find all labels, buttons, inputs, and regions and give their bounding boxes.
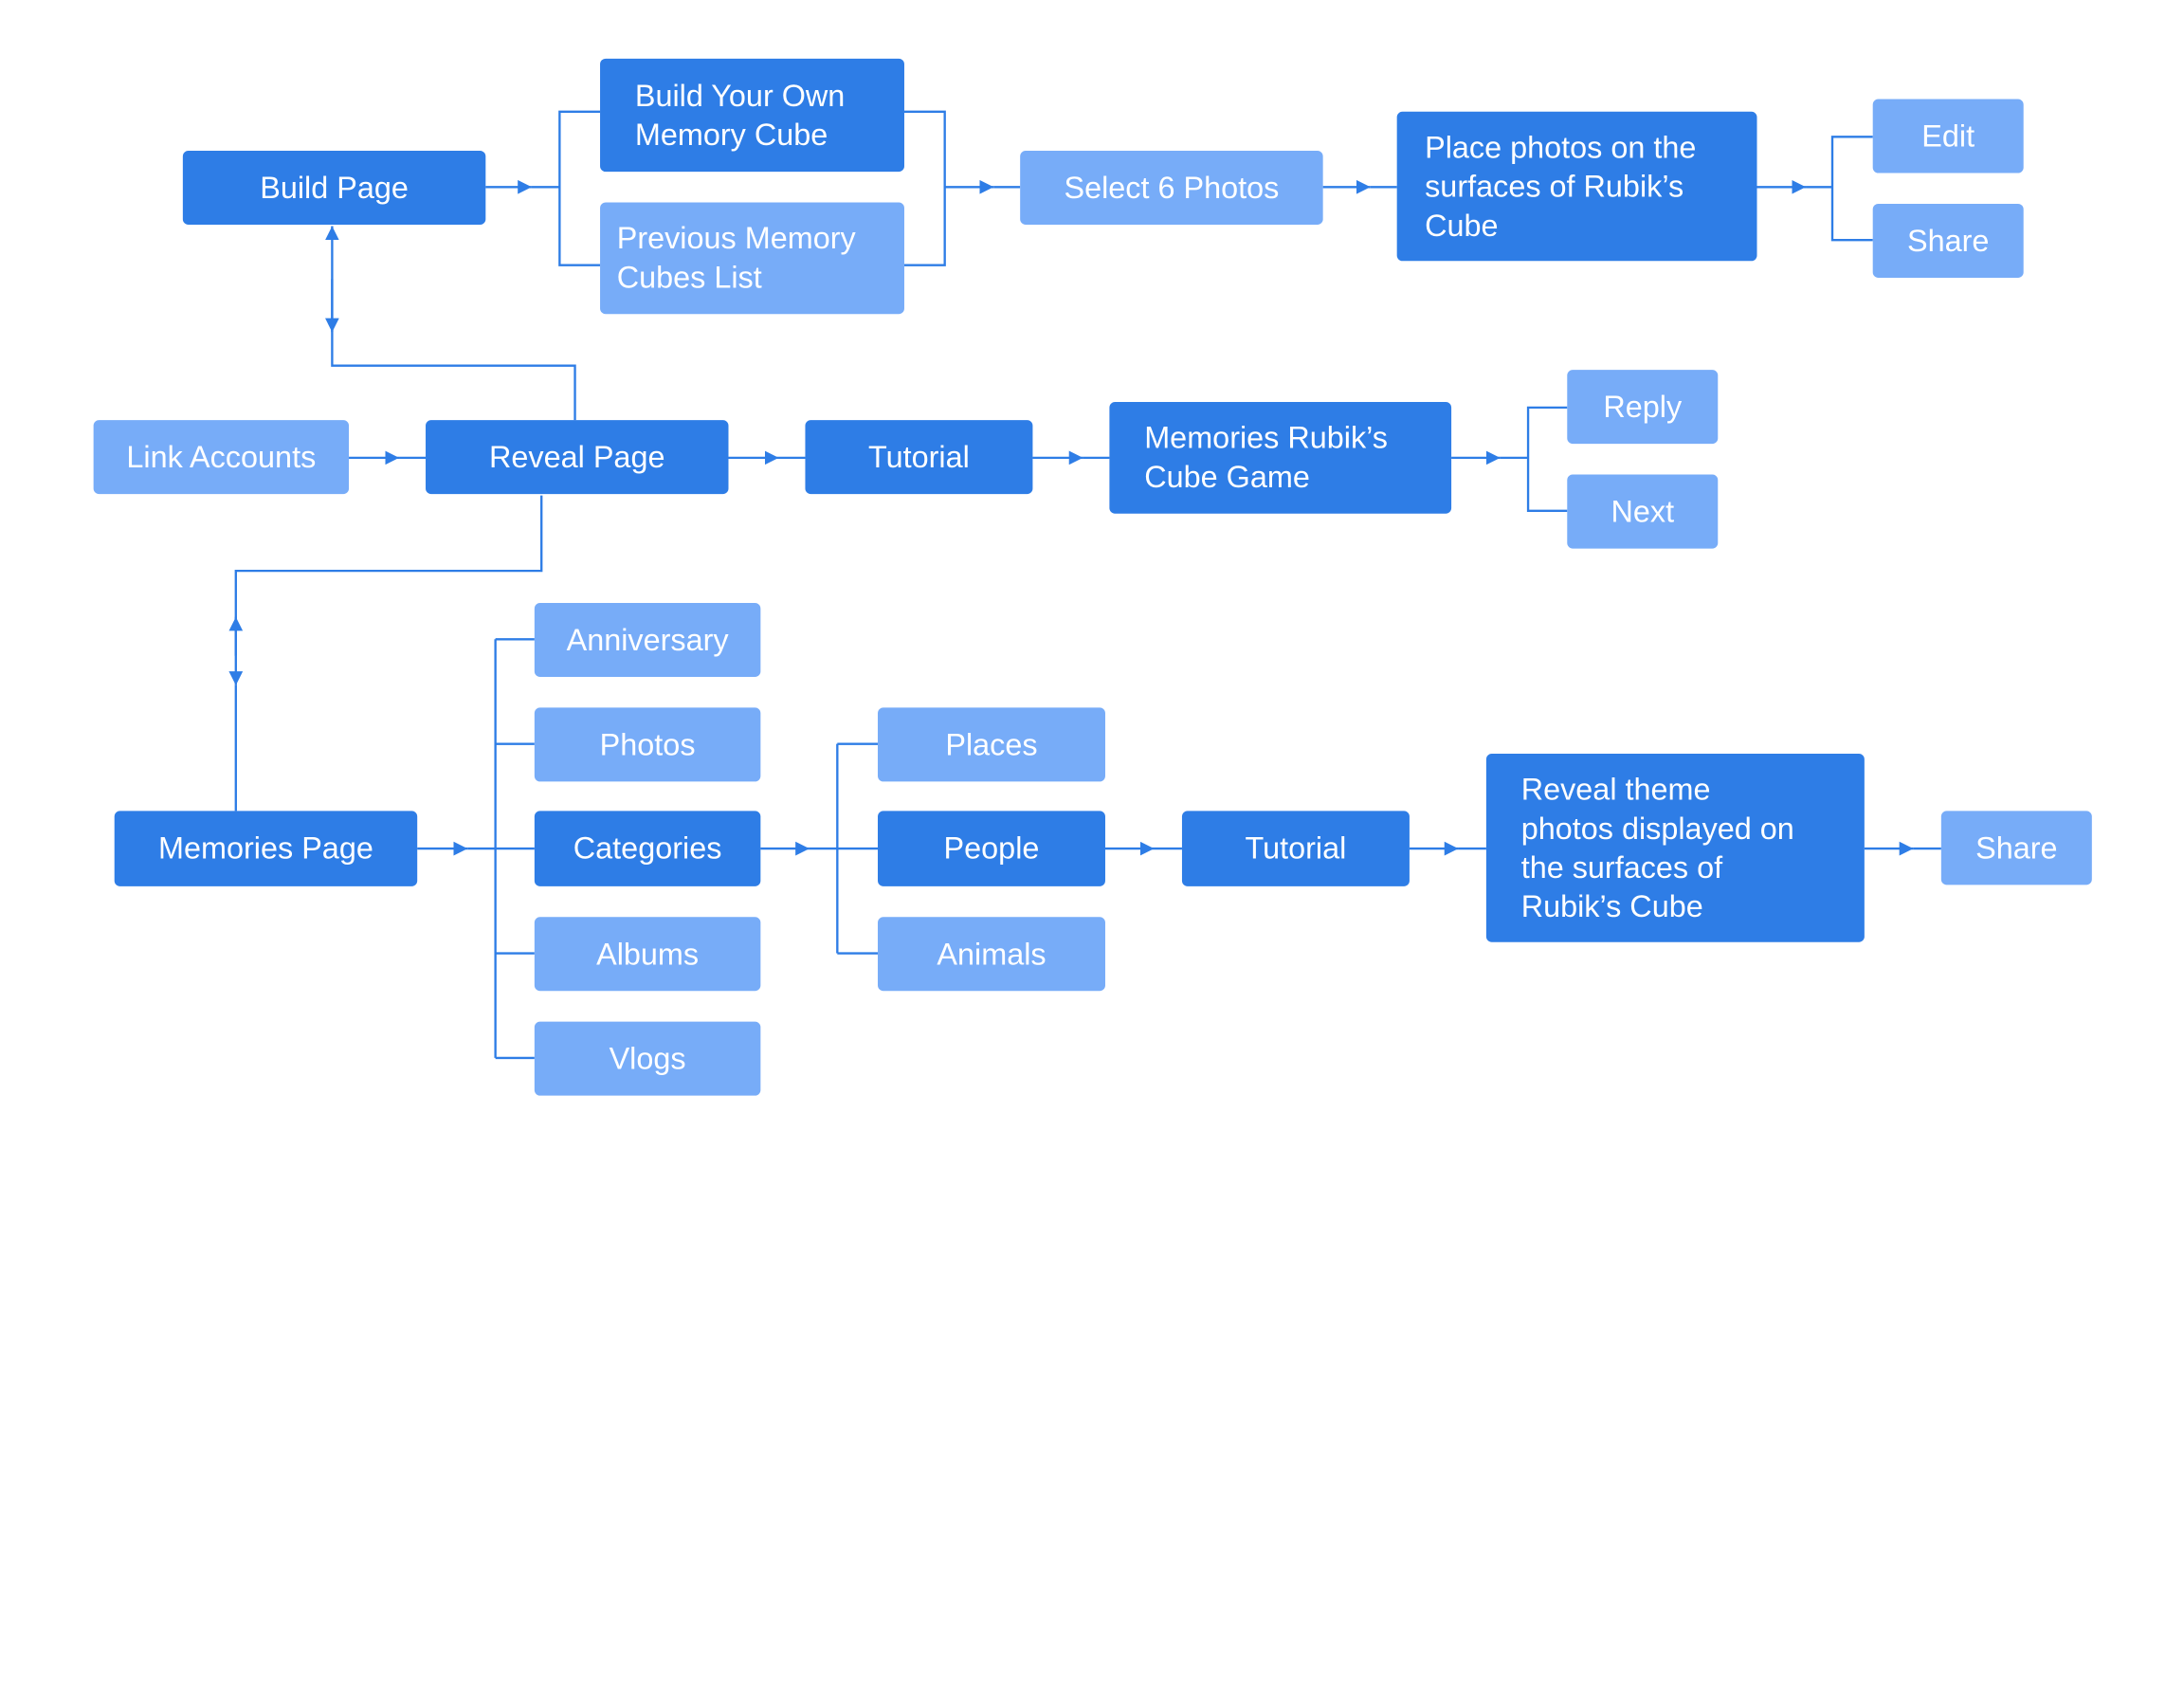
link-accounts-label: Link Accounts — [126, 439, 317, 474]
share-memories-label: Share — [1975, 830, 2058, 866]
memories-rubiks-cube-game-node[interactable]: Memories Rubik’s Cube Game — [1109, 401, 1452, 514]
place-photos-label: Place photos on the surfaces of Rubik’s … — [1425, 129, 1697, 243]
build-your-own-memory-cube-node[interactable]: Build Your Own Memory Cube — [600, 58, 904, 173]
reveal-page-node[interactable]: Reveal Page — [426, 420, 729, 495]
build-your-own-memory-cube-label: Build Your Own Memory Cube — [634, 77, 846, 152]
places-node[interactable]: Places — [878, 707, 1105, 782]
connector-layer — [228, 110, 1941, 1060]
link-accounts-node[interactable]: Link Accounts — [93, 420, 350, 495]
connector-game-branch — [1526, 406, 1568, 513]
edit-label: Edit — [1921, 118, 1975, 154]
connector-place-branch — [1830, 136, 1873, 242]
vlogs-label: Vlogs — [609, 1040, 686, 1076]
previous-memory-cubes-list-label: Previous Memory Cubes List — [616, 220, 856, 295]
build-page-node[interactable]: Build Page — [182, 150, 486, 226]
reply-label: Reply — [1603, 389, 1683, 424]
tutorial-reveal-node[interactable]: Tutorial — [805, 420, 1033, 495]
reveal-theme-photos-label: Reveal theme photos displayed on the sur… — [1520, 771, 1794, 923]
memories-page-node[interactable]: Memories Page — [114, 811, 418, 886]
people-label: People — [943, 830, 1040, 866]
share-memories-node[interactable]: Share — [1940, 811, 2092, 885]
next-label: Next — [1611, 493, 1675, 529]
next-node[interactable]: Next — [1567, 474, 1719, 549]
animals-label: Animals — [937, 936, 1046, 971]
memories-rubiks-cube-game-label: Memories Rubik’s Cube Game — [1144, 420, 1388, 495]
connector-reveal-to-build — [331, 332, 576, 421]
photos-label: Photos — [599, 726, 696, 762]
reveal-page-label: Reveal Page — [489, 439, 665, 474]
edit-node[interactable]: Edit — [1872, 99, 2024, 173]
photos-node[interactable]: Photos — [534, 707, 761, 782]
tutorial-memories-label: Tutorial — [1245, 830, 1347, 866]
vlogs-node[interactable]: Vlogs — [534, 1021, 761, 1096]
reply-node[interactable]: Reply — [1567, 370, 1719, 445]
people-node[interactable]: People — [878, 811, 1105, 886]
albums-label: Albums — [596, 936, 700, 971]
share-build-node[interactable]: Share — [1872, 203, 2024, 278]
anniversary-label: Anniversary — [566, 621, 729, 657]
tutorial-reveal-label: Tutorial — [868, 439, 970, 474]
anniversary-node[interactable]: Anniversary — [534, 602, 761, 678]
tutorial-memories-node[interactable]: Tutorial — [1181, 811, 1410, 886]
place-photos-node[interactable]: Place photos on the surfaces of Rubik’s … — [1396, 111, 1757, 262]
previous-memory-cubes-list-node[interactable]: Previous Memory Cubes List — [600, 202, 904, 315]
select-6-photos-node[interactable]: Select 6 Photos — [1020, 150, 1323, 226]
categories-label: Categories — [573, 830, 722, 866]
flowchart: Build Page Build Your Own Memory Cube Pr… — [93, 58, 2092, 1096]
albums-node[interactable]: Albums — [534, 917, 761, 992]
select-6-photos-label: Select 6 Photos — [1064, 169, 1280, 205]
build-page-label: Build Page — [260, 169, 409, 205]
places-label: Places — [945, 726, 1038, 762]
animals-node[interactable]: Animals — [878, 917, 1105, 992]
memories-page-label: Memories Page — [158, 830, 373, 866]
share-build-label: Share — [1906, 222, 1990, 258]
connector-build-branch — [558, 110, 601, 266]
connector-merge-to-select — [903, 110, 946, 266]
connector-reveal-to-memories — [234, 495, 543, 656]
reveal-theme-photos-node[interactable]: Reveal theme photos displayed on the sur… — [1485, 753, 1865, 942]
categories-node[interactable]: Categories — [534, 811, 761, 886]
